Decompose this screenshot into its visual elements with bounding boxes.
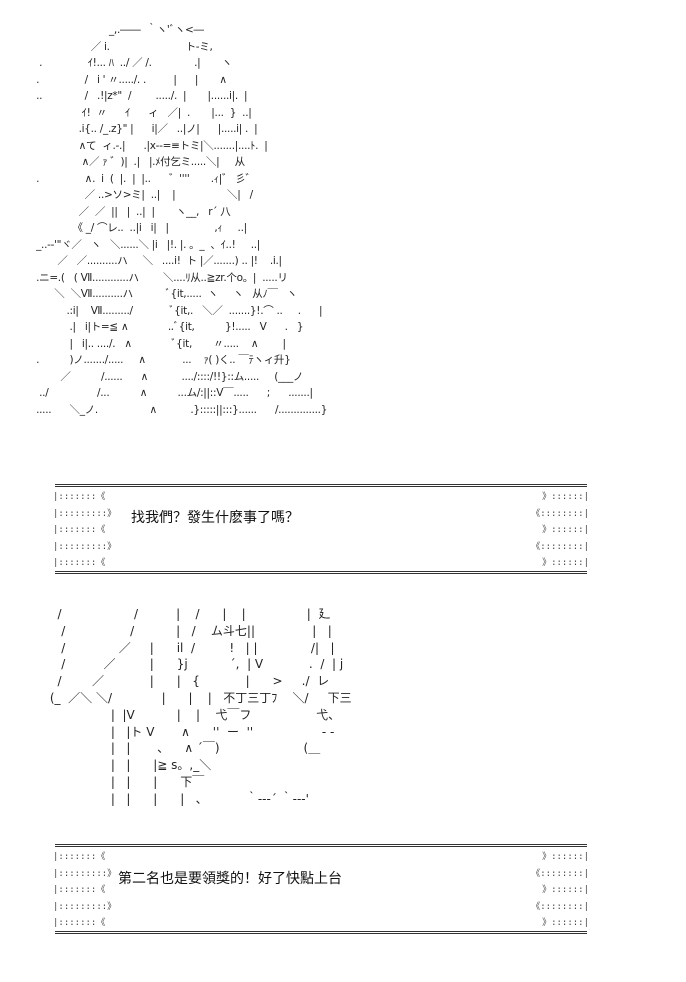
ascii-art-scene-lines: / / | / | | | 廴 / / | / ム斗七|| | | / ／ | … bbox=[49, 607, 352, 806]
speech-box-frame-left: |:::::::《 |:::::::::》 |:::::::《 |:::::::… bbox=[53, 492, 117, 568]
speech-box-frame-right: 》::::::| 《::::::::| 》::::::| 《::::::::| … bbox=[531, 852, 589, 928]
speech-box-2: |:::::::《 |:::::::::》 |:::::::《 |:::::::… bbox=[53, 844, 589, 934]
ascii-art-character-portrait: _,.―― ｀ヽ'ﾞヽ<― ／ i. ト-ミ, . ｲ!... ﾊ ../ ／ … bbox=[36, 24, 328, 416]
speech-box-frame-right: 》::::::| 《::::::::| 》::::::| 《::::::::| … bbox=[531, 492, 589, 568]
speech-box-1: |:::::::《 |:::::::::》 |:::::::《 |:::::::… bbox=[53, 484, 589, 574]
speech-box-frame-left: |:::::::《 |:::::::::》 |:::::::《 |:::::::… bbox=[53, 852, 117, 928]
speech-text-2: 第二名也是要領獎的！好了快點上台 bbox=[118, 871, 342, 887]
speech-text-1: 找我們？發生什麽事了嗎？ bbox=[131, 510, 299, 526]
